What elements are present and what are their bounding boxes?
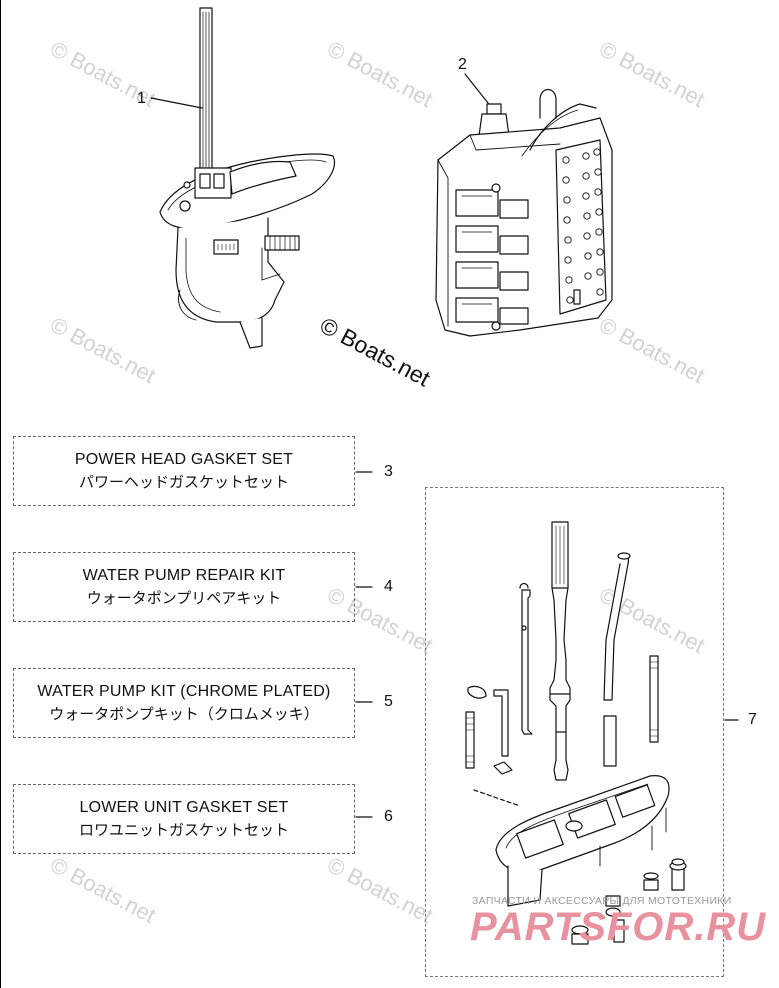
callout-1: 1 [137, 90, 146, 107]
kit-name-jp: ウォータポンプキット（クロムメッキ） [49, 705, 319, 723]
lower-unit-gearcase [150, 7, 335, 349]
callout-5: 5 [384, 693, 393, 710]
callout-2: 2 [458, 56, 467, 73]
kit-7-group-border [425, 487, 724, 977]
kit-name-en: WATER PUMP REPAIR KIT [82, 567, 286, 584]
callout-3: 3 [384, 463, 393, 480]
page-left-border [0, 0, 1, 988]
kit-name-en: WATER PUMP KIT (CHROME PLATED) [37, 683, 331, 700]
kit-name-jp: ウォータポンプリペアキット [86, 589, 282, 607]
water-pump-kit-parts [465, 521, 687, 945]
callout-7: 7 [748, 711, 757, 728]
kit-name-en: LOWER UNIT GASKET SET [79, 799, 289, 816]
brand-tagline: ЗАПЧАСТИ И АКСЕССУАРЫ ДЛЯ МОТОТЕХНИКИ [472, 895, 732, 907]
kit-name-jp: ロワユニットガスケットセット [78, 821, 289, 839]
power-head-block [435, 73, 613, 337]
kit-water-pump-kit-chrome: WATER PUMP KIT (CHROME PLATED) ウォータポンプキッ… [13, 668, 355, 738]
kit-power-head-gasket-set: POWER HEAD GASKET SET パワーヘッドガスケットセット [13, 436, 355, 506]
kit-water-pump-repair-kit: WATER PUMP REPAIR KIT ウォータポンプリペアキット [13, 552, 355, 622]
callout-4: 4 [384, 578, 393, 595]
brand-logo-text: PARTSFOR.RU [470, 905, 767, 949]
callout-6: 6 [384, 808, 393, 825]
kit-lower-unit-gasket-set: LOWER UNIT GASKET SET ロワユニットガスケットセット [13, 784, 355, 854]
kit-name-jp: パワーヘッドガスケットセット [78, 473, 289, 491]
kit-name-en: POWER HEAD GASKET SET [74, 451, 294, 468]
